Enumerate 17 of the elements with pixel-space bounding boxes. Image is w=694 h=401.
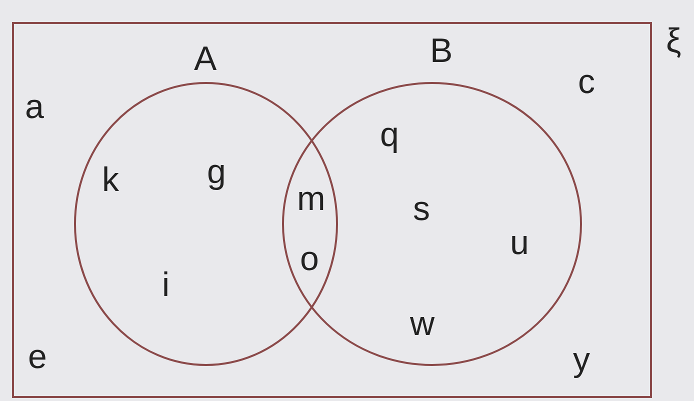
element-letter: a	[25, 90, 44, 124]
set-name: B	[430, 34, 453, 68]
element-letter: e	[28, 340, 47, 374]
set-name: A	[194, 42, 217, 76]
element-letter: s	[413, 192, 430, 226]
element-letter: k	[102, 163, 119, 197]
element-letter: m	[297, 182, 326, 216]
element-letter: c	[578, 65, 595, 99]
element-letter: q	[380, 118, 399, 152]
universal-set-symbol: ξ	[666, 24, 682, 58]
universal-set-rectangle	[12, 22, 652, 398]
element-letter: g	[207, 155, 226, 189]
element-letter: w	[410, 307, 435, 341]
element-letter: i	[162, 268, 170, 302]
element-letter: o	[300, 242, 319, 276]
element-letter: u	[510, 226, 529, 260]
element-letter: y	[573, 343, 590, 377]
